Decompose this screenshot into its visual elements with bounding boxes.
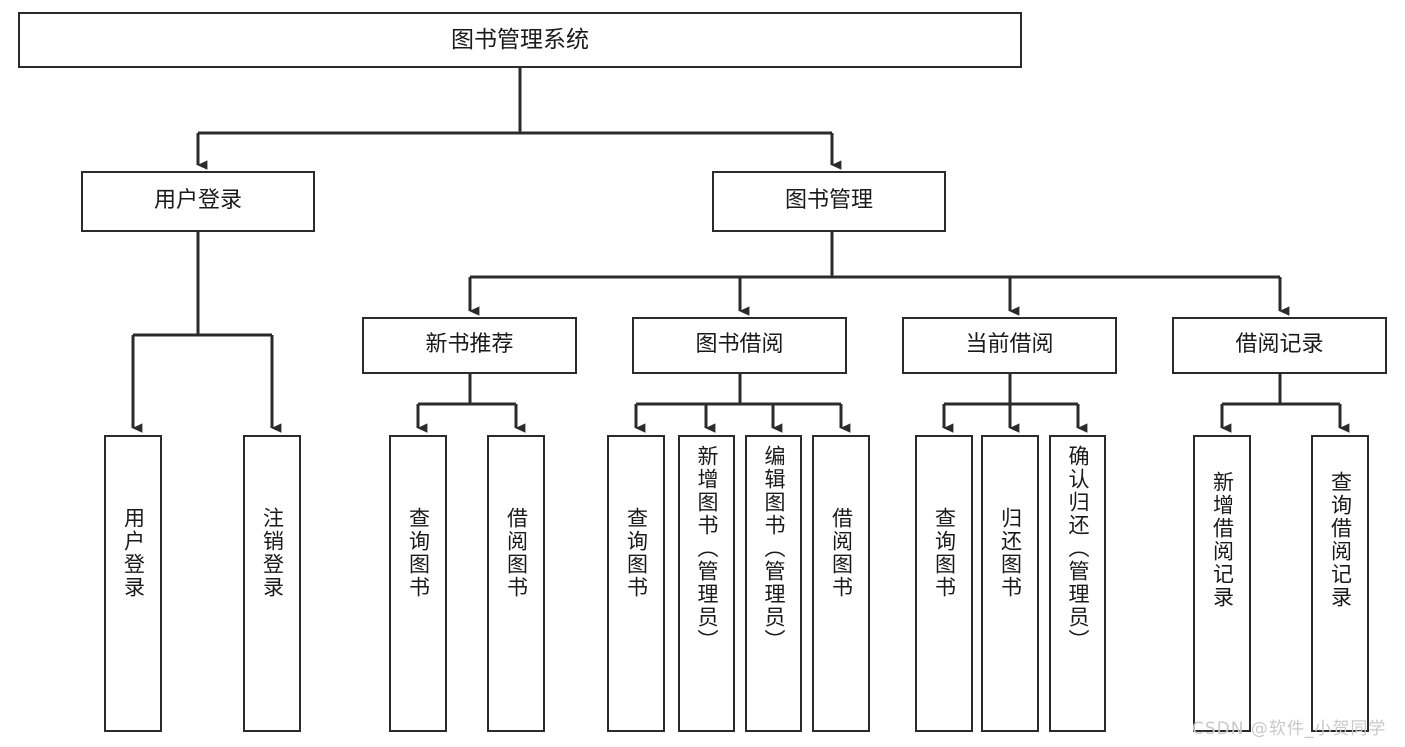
- node-label: 查询借阅记录: [1328, 471, 1353, 609]
- leaf-user-login-logout[interactable]: 注销登录: [243, 435, 301, 732]
- leaf-current-query-book[interactable]: 查询图书: [915, 435, 973, 732]
- node-label: 查询图书: [932, 507, 957, 599]
- csdn-watermark: CSDN @软件_小贺同学: [1192, 719, 1387, 739]
- node-user-login[interactable]: 用户登录: [81, 171, 315, 232]
- leaf-user-login-login[interactable]: 用户登录: [104, 435, 162, 732]
- node-root-system[interactable]: 图书管理系统: [18, 12, 1022, 68]
- node-label: 借阅图书: [504, 507, 529, 599]
- node-label: 用户登录: [121, 507, 146, 599]
- node-label: 新书推荐: [425, 332, 514, 358]
- node-current-borrow[interactable]: 当前借阅: [902, 317, 1117, 374]
- node-book-management[interactable]: 图书管理: [712, 171, 946, 232]
- leaf-record-query-record[interactable]: 查询借阅记录: [1311, 435, 1369, 732]
- node-label: 用户登录: [153, 188, 242, 214]
- leaf-borrow-borrow-book[interactable]: 借阅图书: [812, 435, 870, 732]
- node-borrow-record[interactable]: 借阅记录: [1172, 317, 1387, 374]
- node-label: 当前借阅: [965, 332, 1054, 358]
- node-label: 注销登录: [260, 507, 285, 599]
- node-label: 查询图书: [624, 507, 649, 599]
- node-label: 归还图书: [998, 507, 1023, 599]
- leaf-borrow-add-book-admin[interactable]: 新增图书（管理员）: [678, 435, 735, 732]
- node-new-book-recommend[interactable]: 新书推荐: [362, 317, 577, 374]
- node-label: 图书管理: [784, 188, 873, 214]
- leaf-borrow-edit-book-admin[interactable]: 编辑图书（管理员）: [745, 435, 802, 732]
- leaf-recommend-query-book[interactable]: 查询图书: [389, 435, 447, 732]
- leaf-current-confirm-return-admin[interactable]: 确认归还（管理员）: [1049, 435, 1106, 732]
- node-label: 查询图书: [406, 507, 431, 599]
- node-label: 图书借阅: [695, 332, 784, 358]
- leaf-current-return-book[interactable]: 归还图书: [981, 435, 1039, 732]
- leaf-recommend-borrow-book[interactable]: 借阅图书: [487, 435, 545, 732]
- node-label: 借阅图书: [829, 507, 854, 599]
- node-label: 确认归还（管理员）: [1066, 445, 1090, 652]
- node-label: 新增借阅记录: [1210, 471, 1235, 609]
- node-label: 新增图书（管理员）: [695, 445, 719, 652]
- node-label: 编辑图书（管理员）: [762, 445, 786, 652]
- node-book-borrow[interactable]: 图书借阅: [632, 317, 847, 374]
- leaf-record-add-record[interactable]: 新增借阅记录: [1193, 435, 1251, 732]
- leaf-borrow-query-book[interactable]: 查询图书: [607, 435, 665, 732]
- node-label: 图书管理系统: [451, 26, 589, 53]
- node-label: 借阅记录: [1235, 332, 1324, 358]
